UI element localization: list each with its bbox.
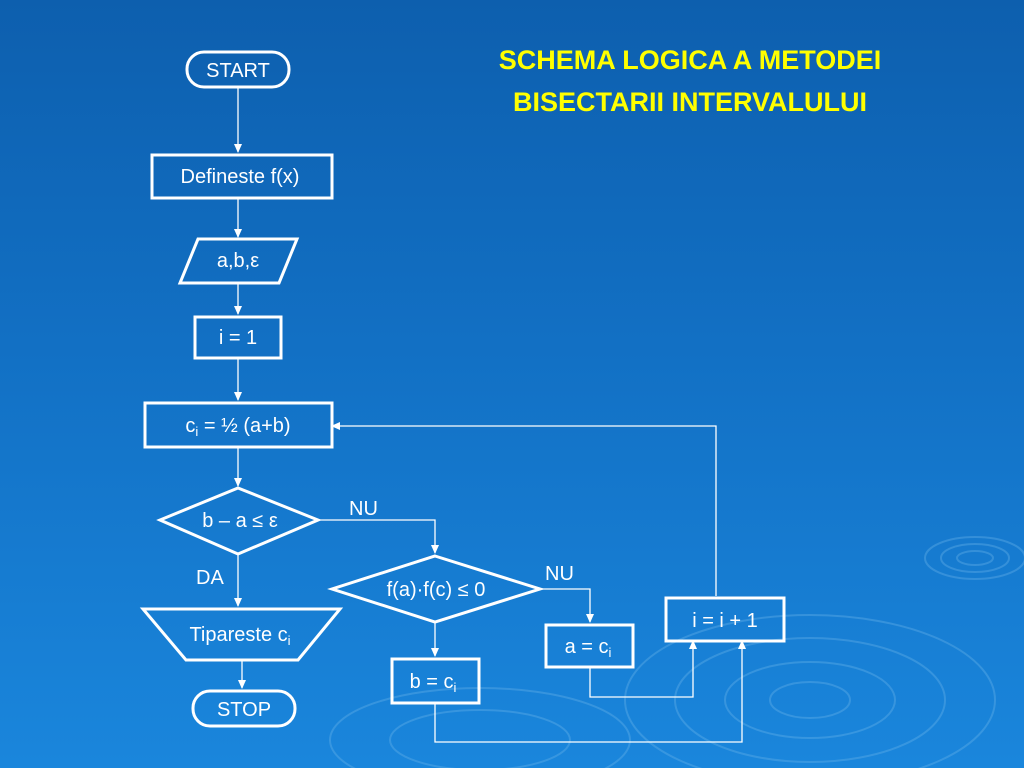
start-label: START [206,60,270,82]
no-label-cond2: NU [545,563,574,585]
start-terminator [185,50,291,89]
tolerance-decision-label: b – a ≤ ε [202,510,278,532]
slide-title-line-2: BISECTARII INTERVALULUI [512,87,867,117]
assign-a-label: a = ci [565,636,612,660]
stop-label: STOP [217,699,271,721]
increment-label: i = i + 1 [692,610,758,632]
assign-b-label: b = ci [410,671,457,695]
stop-terminator [191,689,297,728]
print-trapezoid [139,607,344,662]
connector-cond2-no [540,588,594,623]
no-label-cond1: NU [349,498,378,520]
increment-box [664,596,786,643]
sign-decision [327,554,546,624]
connector-assign-b-increment [434,640,746,743]
tolerance-decision [156,486,322,556]
define-function-box [150,153,334,200]
connector-cond1-no [318,519,439,554]
define-label: Defineste f(x) [181,166,300,188]
connector-assign-a-increment [589,640,697,698]
midpoint-label: ci = ½ (a+b) [185,415,290,439]
midpoint-box [143,401,334,449]
init-label: i = 1 [219,327,257,349]
init-counter-box [193,315,283,360]
slide-title-line-1: SCHEMA LOGICA A METODEI [498,45,882,75]
print-label: Tipareste ci [189,624,290,648]
sign-decision-label: f(a)·f(c) ≤ 0 [387,579,486,601]
connector-loop-back [331,422,717,596]
input-parallelogram [177,237,300,285]
assign-b-box [390,657,481,705]
assign-a-box [544,623,635,669]
yes-label-cond1: DA [196,567,224,589]
input-label: a,b,ε [217,250,259,272]
